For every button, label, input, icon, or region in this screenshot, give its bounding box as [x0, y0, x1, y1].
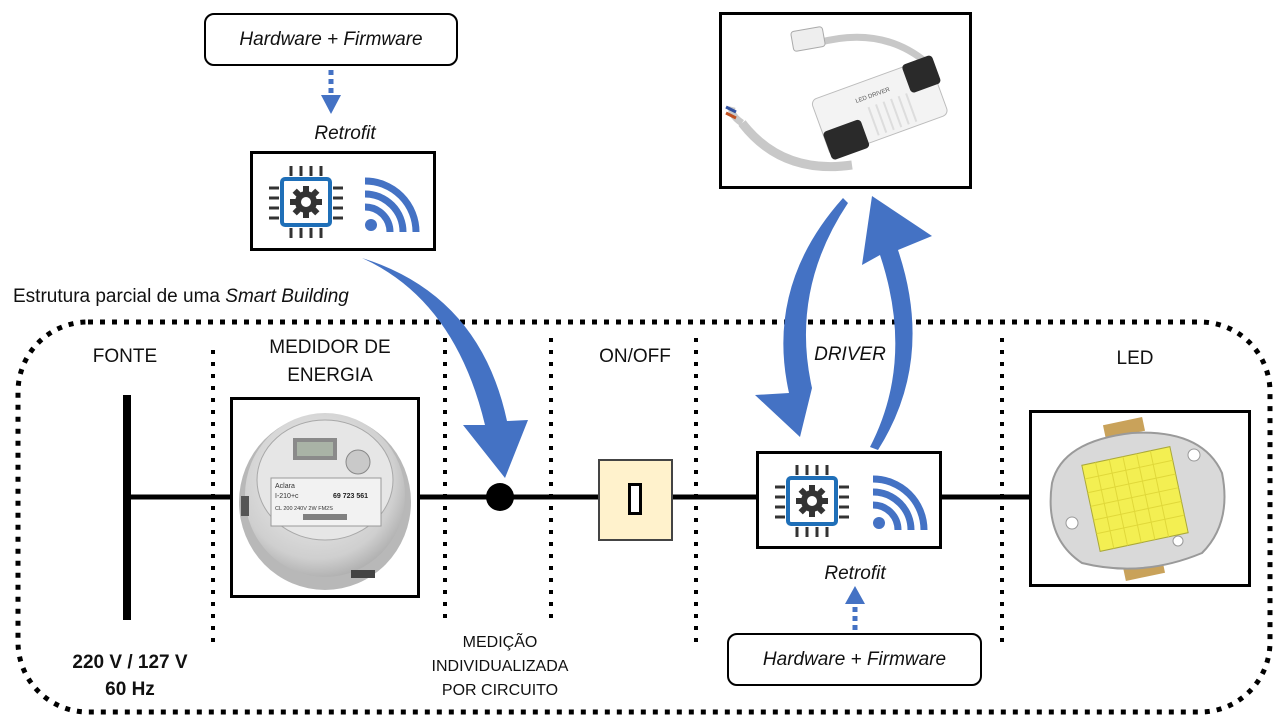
arrow-down-top — [321, 95, 341, 114]
arrow-up-bottom — [845, 586, 865, 604]
meter-model: I-210+c — [275, 493, 299, 500]
led-driver-photo: LED DRIVER — [719, 12, 972, 189]
meter-serial: 69 723 561 — [333, 493, 368, 500]
structure-caption: Estrutura parcial de uma Smart Building — [13, 286, 349, 308]
section-label-medidor-line1: MEDIDOR DE — [269, 337, 391, 358]
retrofit-label-bottom: Retrofit — [824, 563, 886, 584]
structure-caption-prefix: Estrutura parcial de uma — [13, 286, 226, 307]
measurement-node — [486, 483, 514, 511]
hardware-firmware-box-bottom: Hardware + Firmware — [727, 633, 982, 686]
on-off-switch — [598, 459, 673, 541]
structure-caption-emphasis: Smart Building — [225, 286, 349, 307]
gear-icon — [290, 186, 322, 218]
fonte-voltage: 220 V / 127 V — [72, 652, 188, 673]
curved-arrow-driver-to-photo — [862, 196, 932, 450]
wireless-signal-icon — [364, 177, 420, 233]
medicao-line2: INDIVIDUALIZADA — [431, 658, 569, 675]
medicao-line1: MEDIÇÃO — [462, 634, 538, 651]
fonte-frequency: 60 Hz — [105, 679, 155, 700]
retrofit-label-top: Retrofit — [314, 123, 376, 144]
section-label-driver: DRIVER — [814, 344, 886, 365]
switch-toggle — [628, 483, 642, 515]
hardware-firmware-label-top: Hardware + Firmware — [239, 28, 423, 50]
wireless-signal-icon — [872, 475, 928, 531]
smart-building-frame — [15, 319, 1273, 715]
meter-specs: CL 200 240V 2W FM2S — [275, 506, 333, 512]
gear-icon — [796, 485, 828, 517]
hardware-firmware-label-bottom: Hardware + Firmware — [762, 648, 947, 670]
section-label-medidor-line2: ENERGIA — [287, 365, 373, 386]
section-label-onoff: ON/OFF — [599, 346, 671, 367]
meter-brand: Aclara — [275, 483, 295, 490]
curved-arrow-to-measurement — [362, 258, 528, 478]
hardware-firmware-box-top: Hardware + Firmware — [204, 13, 458, 66]
led-chip-photo — [1029, 410, 1251, 587]
section-label-fonte: FONTE — [92, 346, 158, 367]
medicao-line3: POR CIRCUITO — [441, 682, 559, 699]
microcontroller-icon — [775, 465, 849, 537]
section-label-led: LED — [1116, 348, 1154, 369]
retrofit-module-box-driver — [756, 451, 942, 549]
energy-meter-photo: Aclara I-210+c 69 723 561 CL 200 240V 2W… — [230, 397, 420, 598]
microcontroller-icon — [269, 166, 343, 238]
section-dividers — [211, 338, 1004, 650]
retrofit-module-box-top — [250, 151, 436, 251]
curved-arrow-photo-to-driver — [755, 198, 848, 437]
